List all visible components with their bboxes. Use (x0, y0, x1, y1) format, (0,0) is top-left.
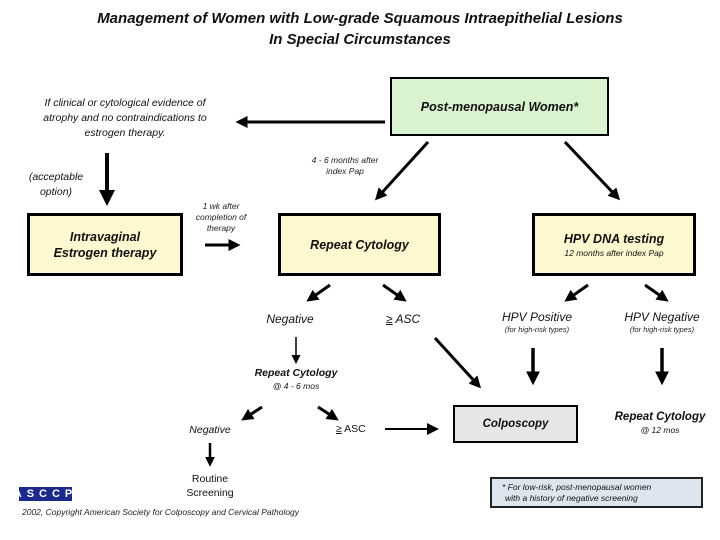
footnote-box: * For low-risk, post-menopausal women wi… (490, 477, 703, 508)
footnote-line-1: * For low-risk, post-menopausal women (502, 481, 652, 492)
gte-symbol: ≥ (386, 312, 393, 326)
ascp-logo: ASCCP (13, 487, 78, 501)
node-hpv-positive-sub: (for high-risk types) (504, 325, 570, 334)
edge-label-1wk-line-2: completion of (195, 212, 247, 222)
node-repeat-4-6-title: Repeat Cytology (254, 367, 338, 379)
node-hpv-negative-title: HPV Negative (624, 310, 700, 324)
copyright-text: 2002, Copyright American Society for Col… (22, 507, 300, 517)
node-hpv-dna-title: HPV DNA testing (563, 231, 665, 246)
node-hpv-positive: HPV Positive (for high-risk types) (482, 310, 592, 334)
node-colposcopy-label: Colposcopy (482, 418, 549, 430)
node-asc-1: ≥ ASC (386, 312, 420, 326)
arrow-repeat-to-negative (306, 283, 331, 302)
node-repeat-cytology: Repeat Cytology (278, 213, 441, 276)
node-hpv-positive-title: HPV Positive (501, 310, 573, 324)
atrophy-line-1: If clinical or cytological evidence of (44, 97, 206, 109)
node-asc-2: ≥ ASC (336, 423, 366, 435)
atrophy-line-3: estrogen therapy. (84, 127, 166, 139)
acceptable-line-1: (acceptable (28, 171, 84, 183)
node-repeat-cytology-label: Repeat Cytology (310, 237, 409, 252)
node-repeat-cytology-12: Repeat Cytology @ 12 mos (600, 410, 720, 436)
edge-label-1-wk: 1 wk after completion of therapy (186, 201, 256, 234)
node-repeat-12-title: Repeat Cytology (614, 411, 706, 423)
node-repeat-12-sub: @ 12 mos (640, 425, 680, 435)
arrow-repeat-4-6-to-negative (241, 405, 263, 421)
title-line-2: In Special Circumstances (269, 31, 451, 48)
gte-symbol-2: ≥ (336, 423, 342, 435)
node-post-menopausal: Post-menopausal Women* (390, 77, 609, 136)
node-colposcopy: Colposcopy (453, 405, 578, 443)
arrow-asc-to-colposcopy (433, 336, 482, 389)
edge-label-4-6-months: 4 - 6 months after index Pap (300, 155, 390, 177)
node-repeat-4-6-sub: @ 4 - 6 mos (272, 381, 320, 391)
edge-label-4-6-line-2: index Pap (326, 166, 364, 176)
arrow-post-to-hpv (563, 140, 621, 201)
node-negative-2: Negative (189, 424, 231, 436)
edge-label-1wk-line-1: 1 wk after (202, 201, 240, 211)
node-negative-1: Negative (266, 312, 314, 326)
node-intravaginal-line-2: Estrogen therapy (53, 245, 157, 260)
routine-line-2: Screening (186, 487, 234, 499)
routine-line-1: Routine (191, 473, 229, 485)
footnote-line-2: with a history of negative screening (505, 492, 638, 503)
node-intravaginal-line-1: Intravaginal (69, 229, 141, 244)
node-hpv-dna-sub: 12 months after index Pap (564, 247, 664, 258)
arrow-repeat-to-asc (382, 283, 407, 302)
node-post-menopausal-label: Post-menopausal Women* (420, 99, 579, 114)
node-intravaginal-estrogen: Intravaginal Estrogen therapy (27, 213, 183, 276)
acceptable-option-text: (acceptable option) (20, 170, 92, 200)
node-repeat-cytology-4-6: Repeat Cytology @ 4 - 6 mos (236, 367, 356, 392)
node-hpv-negative: HPV Negative (for high-risk types) (607, 310, 717, 334)
node-asc-1-label: ASC (395, 312, 421, 326)
atrophy-line-2: atrophy and no contraindications to (43, 112, 207, 124)
node-hpv-negative-sub: (for high-risk types) (629, 325, 695, 334)
arrow-repeat-4-6-to-asc (317, 405, 339, 421)
edge-label-4-6-line-1: 4 - 6 months after (311, 155, 379, 165)
node-asc-2-label: ASC (344, 423, 366, 435)
atrophy-condition-text: If clinical or cytological evidence of a… (12, 96, 238, 141)
edge-label-1wk-line-3: therapy (206, 223, 236, 233)
arrow-hpv-to-positive (564, 283, 589, 302)
node-routine-screening: Routine Screening (170, 472, 250, 500)
arrow-post-to-repeat (374, 140, 430, 201)
title-line-1: Management of Women with Low-grade Squam… (97, 10, 623, 27)
node-hpv-dna-testing: HPV DNA testing 12 months after index Pa… (532, 213, 696, 276)
arrow-hpv-to-negative (644, 283, 669, 302)
acceptable-line-2: option) (39, 186, 73, 198)
